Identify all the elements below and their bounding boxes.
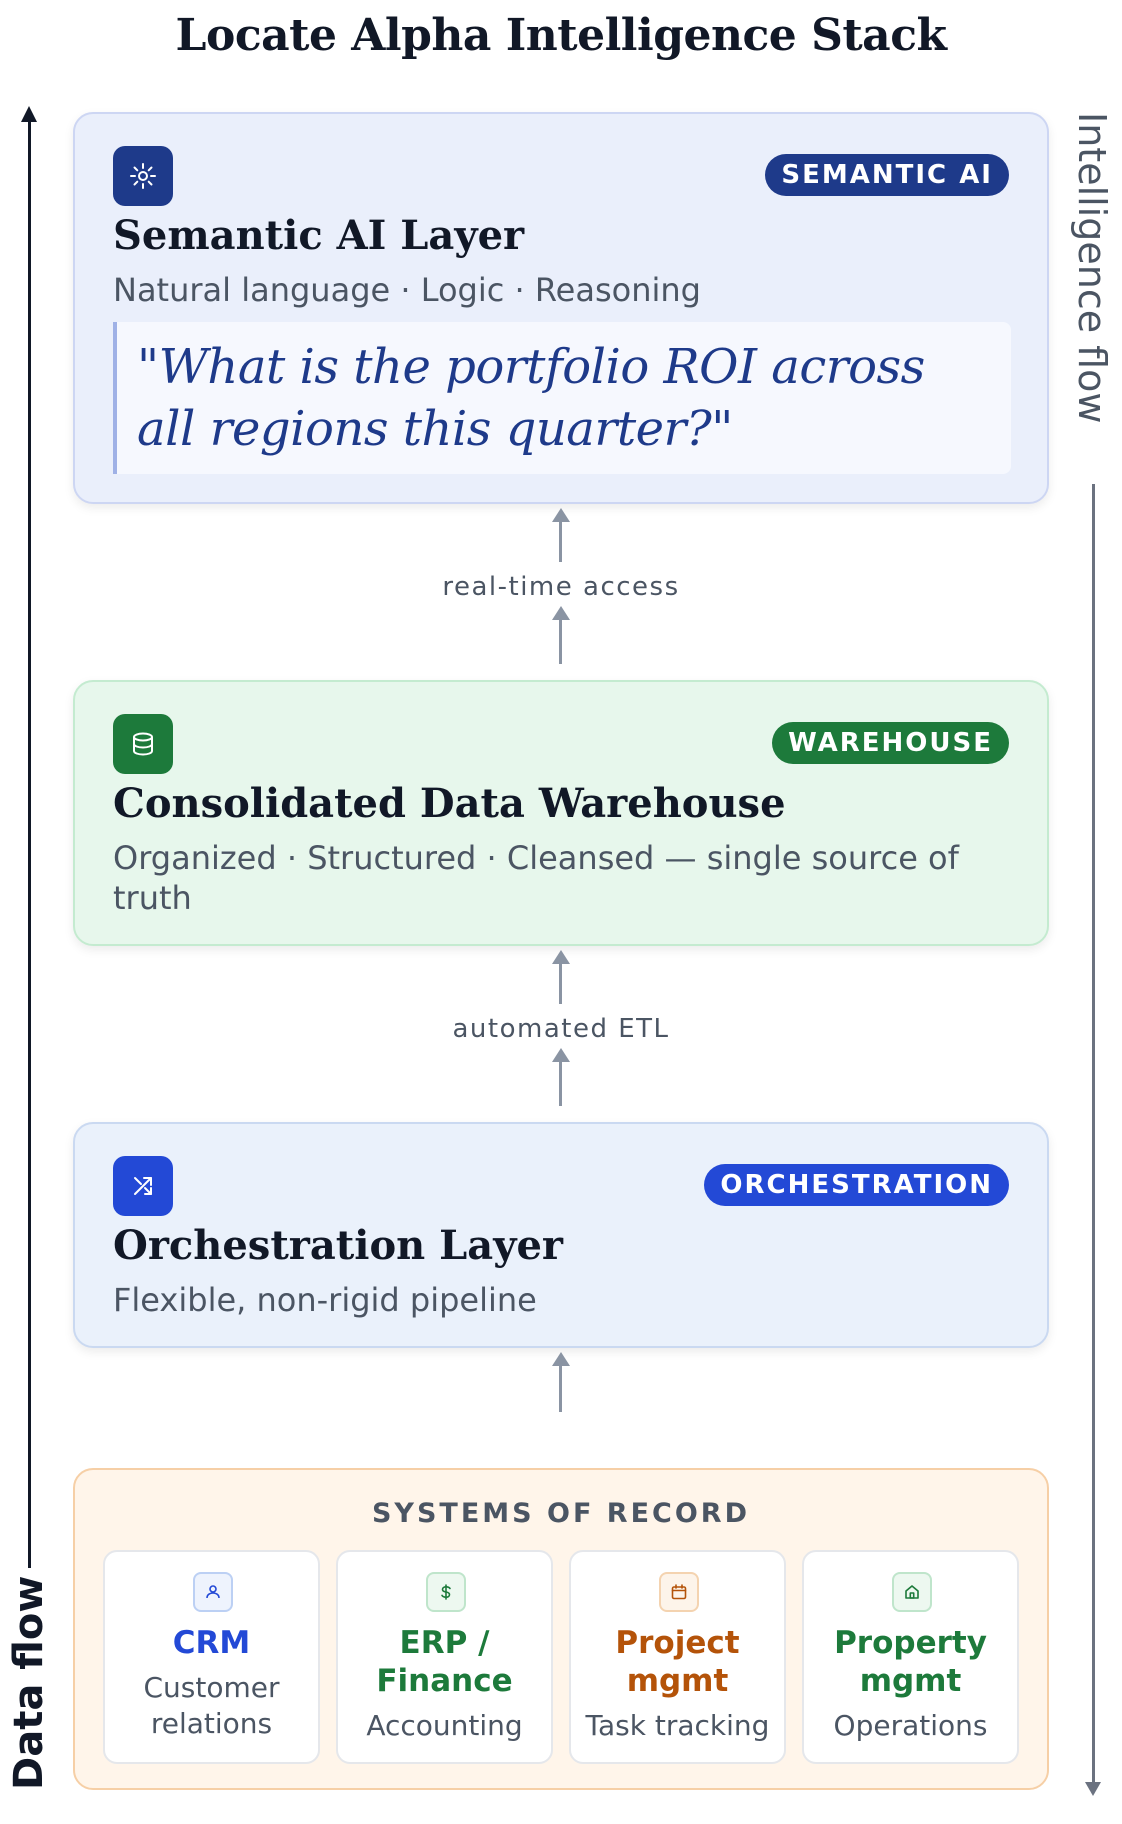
home-icon — [892, 1572, 932, 1612]
system-description: Customer relations — [143, 1671, 280, 1740]
connector-line — [559, 520, 562, 562]
systems-of-record-panel: SYSTEMS OF RECORD CRM Customer relations… — [73, 1468, 1049, 1790]
warehouse-subtitle: Organized · Structured · Cleansed — sing… — [113, 839, 959, 917]
intelligence-flow-axis — [1092, 484, 1095, 1784]
shuffle-icon — [113, 1156, 173, 1216]
real-time-access-label: real-time access — [442, 572, 680, 602]
connector-arrowhead — [552, 1352, 570, 1366]
connector-arrowhead — [552, 950, 570, 964]
connector-line — [559, 1364, 562, 1412]
example-query-box: "What is the portfolio ROI across all re… — [113, 322, 1011, 474]
calendar-icon — [659, 1572, 699, 1612]
orchestration-badge: ORCHESTRATION — [704, 1164, 1009, 1206]
connector-line — [559, 618, 562, 664]
intelligence-flow-label: Intelligence flow — [1070, 112, 1114, 424]
systems-of-record-title: SYSTEMS OF RECORD — [371, 1498, 751, 1529]
system-name: Project mgmt — [615, 1625, 740, 1699]
semantic-ai-subtitle: Natural language · Logic · Reasoning — [113, 271, 701, 309]
system-description: Operations — [833, 1709, 988, 1742]
semantic-ai-layer-card: SEMANTIC AI Semantic AI Layer Natural la… — [73, 112, 1049, 504]
system-name: CRM — [172, 1625, 251, 1661]
system-name: ERP / Finance — [376, 1625, 513, 1699]
connector-arrowhead — [552, 1048, 570, 1062]
warehouse-layer-card: WAREHOUSE Consolidated Data Warehouse Or… — [73, 680, 1049, 946]
system-name: Property mgmt — [834, 1625, 987, 1699]
system-card-erp-finance: ERP / Finance Accounting — [336, 1550, 553, 1764]
diagram-title: Locate Alpha Intelligence Stack — [175, 10, 947, 61]
system-description: Accounting — [366, 1709, 523, 1742]
connector-line — [559, 1060, 562, 1106]
database-icon — [113, 714, 173, 774]
system-card-project-mgmt: Project mgmt Task tracking — [569, 1550, 786, 1764]
connector-arrowhead — [552, 508, 570, 522]
sparkle-icon — [113, 146, 173, 206]
semantic-ai-title: Semantic AI Layer — [113, 212, 525, 259]
example-query-text: "What is the portfolio ROI across all re… — [137, 339, 925, 457]
warehouse-badge: WAREHOUSE — [772, 722, 1009, 764]
orchestration-title: Orchestration Layer — [113, 1222, 563, 1269]
intelligence-flow-arrowhead — [1085, 1782, 1101, 1796]
data-flow-arrowhead — [21, 106, 37, 122]
connector-line — [559, 962, 562, 1004]
user-icon — [193, 1572, 233, 1612]
system-card-crm: CRM Customer relations — [103, 1550, 320, 1764]
warehouse-title: Consolidated Data Warehouse — [113, 780, 786, 827]
orchestration-layer-card: ORCHESTRATION Orchestration Layer Flexib… — [73, 1122, 1049, 1348]
dollar-icon — [426, 1572, 466, 1612]
automated-etl-label: automated ETL — [452, 1014, 670, 1044]
system-description: Task tracking — [585, 1709, 770, 1742]
data-flow-label: Data flow — [6, 1575, 52, 1790]
orchestration-subtitle: Flexible, non-rigid pipeline — [113, 1281, 537, 1319]
semantic-ai-badge: SEMANTIC AI — [765, 154, 1009, 196]
system-card-property-mgmt: Property mgmt Operations — [802, 1550, 1019, 1764]
connector-arrowhead — [552, 606, 570, 620]
data-flow-axis — [28, 118, 31, 1568]
